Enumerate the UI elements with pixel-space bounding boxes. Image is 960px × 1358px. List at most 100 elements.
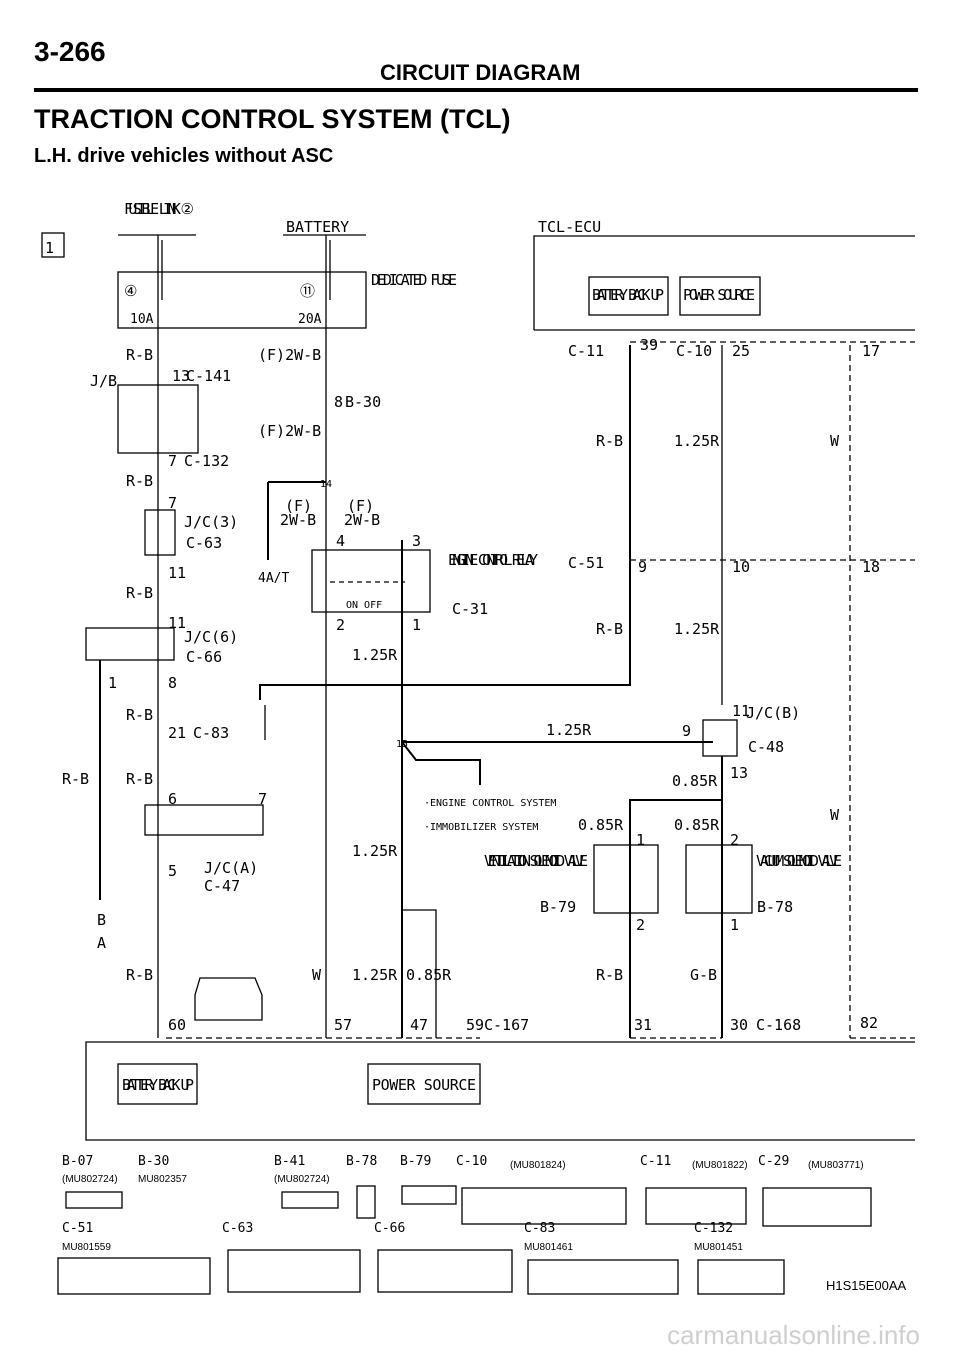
c167-label: C-167 [484, 1016, 529, 1034]
battery-backup-box [588, 276, 669, 316]
conn-b30: B-30 [138, 1154, 169, 1169]
connector-b07-grid [65, 1191, 123, 1209]
pin-17: 17 [862, 342, 880, 360]
fuse-4: ④ [124, 282, 137, 300]
conn-c11-part: (MU801822) [692, 1160, 748, 1171]
connector-c51-shape [57, 1257, 211, 1295]
conn-c29: C-29 [758, 1154, 789, 1169]
fusible-link-label: FUSIBLE LINK ② [124, 200, 194, 218]
pin-7c: 7 [258, 790, 267, 808]
ecu-bottom-frame [85, 1041, 915, 1141]
letter-b: B [97, 911, 106, 929]
ecs-label: ·ENGINE CONTROL SYSTEM [424, 798, 556, 809]
pin-8b: 8 [168, 674, 177, 692]
b78-label: B-78 [757, 898, 793, 916]
ecr-label: ENGINE CONTROL RELAY [448, 551, 538, 569]
pin-9b: 9 [682, 722, 691, 740]
connector-c66-grid [377, 1249, 513, 1293]
r085-1: 0.85R [672, 772, 718, 790]
pin-1a: 1 [108, 674, 117, 692]
wire-085r-branch [629, 799, 722, 1038]
pin-60: 60 [168, 1016, 186, 1034]
c51-label: C-51 [568, 554, 604, 572]
conn-c63: C-63 [222, 1221, 253, 1236]
pin-8a: 8 [334, 393, 343, 411]
c11-label: C-11 [568, 342, 604, 360]
conn-c132-part: MU801451 [694, 1242, 743, 1253]
f-label-2: (F) [347, 497, 374, 515]
conn-b41-part: (MU802724) [274, 1174, 330, 1185]
backup-label-bottom: BATTERY BACK UP [122, 1076, 194, 1094]
power-label-bottom: POWER SOURCE [372, 1076, 476, 1094]
gb-label: G-B [690, 966, 717, 984]
connector-c63-grid [227, 1249, 361, 1293]
jc6-label: J/C(6) [184, 628, 238, 646]
connector-b79-grid [401, 1185, 457, 1205]
conn-c51-part: MU801559 [62, 1242, 111, 1253]
battery-label: BATTERY [286, 218, 349, 236]
c83-label: C-83 [193, 724, 229, 742]
on-off-label: ON OFF [346, 600, 382, 611]
watermark-text: carmanualsonline.info [667, 1320, 920, 1350]
conn-b79: B-79 [400, 1154, 431, 1169]
pin-6: 6 [168, 790, 177, 808]
page-header: 3-266 CIRCUIT DIAGRAM TRACTION CONTROL S… [0, 0, 960, 190]
conn-c10-part: (MU801824) [510, 1160, 566, 1171]
pin-39: 39 [640, 336, 658, 354]
wire-ecs [401, 741, 481, 785]
pin-11c: 11 [732, 702, 750, 720]
pin-31: 31 [634, 1016, 652, 1034]
2wb-1: 2W-B [280, 511, 316, 529]
vac-valve-box [685, 844, 753, 914]
r085-2: 0.85R [578, 816, 624, 834]
pin-7b: 7 [168, 494, 177, 512]
fuse-11: ⑪ [300, 282, 315, 300]
pin-7a: 7 [168, 452, 177, 470]
c31-label: C-31 [452, 600, 488, 618]
c47-label: C-47 [204, 877, 240, 895]
pin-9a: 9 [638, 558, 647, 576]
2wb-2: 2W-B [344, 511, 380, 529]
page-subtitle: L.H. drive vehicles without ASC [34, 145, 334, 167]
w-1: W [830, 432, 840, 450]
rb-1: R-B [126, 346, 153, 364]
jc3-box [144, 509, 176, 556]
rb-8: R-B [596, 432, 623, 450]
c66-label: C-66 [186, 648, 222, 666]
conn-b30-part: MU802357 [138, 1174, 187, 1185]
fuse-20a: 20A [298, 312, 322, 327]
jca-box [144, 804, 264, 836]
pin-59: 59 [466, 1016, 484, 1034]
power-source-box-lower [367, 1063, 481, 1105]
wire-rb-long [259, 345, 631, 700]
connector-c132-grid [697, 1259, 785, 1295]
tcl-ecu-top-frame [533, 235, 915, 330]
r125-1: 1.25R [352, 646, 398, 664]
pin-2b: 2 [730, 831, 739, 849]
vent-label: VENTILATION SOLENOID VALVE [484, 852, 588, 870]
pin-4: 4 [336, 532, 345, 550]
rb-9: R-B [596, 620, 623, 638]
connector-c10-shape [461, 1187, 627, 1225]
c132-label: C-132 [184, 452, 229, 470]
conn-c83-part: MU801461 [524, 1242, 573, 1253]
r125-5: 1.25R [674, 432, 720, 450]
pin-25: 25 [732, 342, 750, 360]
letter-a: A [97, 934, 106, 952]
pin-1b: 1 [412, 616, 421, 634]
jb-label: J/B [90, 372, 117, 390]
w-2: W [830, 806, 840, 824]
conn-c10: C-10 [456, 1154, 487, 1169]
pin-82: 82 [860, 1014, 878, 1032]
pin-1c: 1 [636, 831, 645, 849]
dedicated-fuse-label: DEDICATED FUSE [371, 271, 457, 289]
sheet-index: 1 [45, 239, 54, 257]
page-title: TRACTION CONTROL SYSTEM (TCL) [34, 104, 511, 134]
conn-b07-part: (MU802724) [62, 1174, 118, 1185]
c141-label: C-141 [186, 367, 231, 385]
vac-label: VACUUM SOLENOID VALVE [756, 852, 842, 870]
r125-2: 1.25R [352, 842, 398, 860]
jcb-label: J/C(B) [746, 704, 800, 722]
conn-c132: C-132 [694, 1221, 733, 1236]
c168-label: C-168 [756, 1016, 801, 1034]
